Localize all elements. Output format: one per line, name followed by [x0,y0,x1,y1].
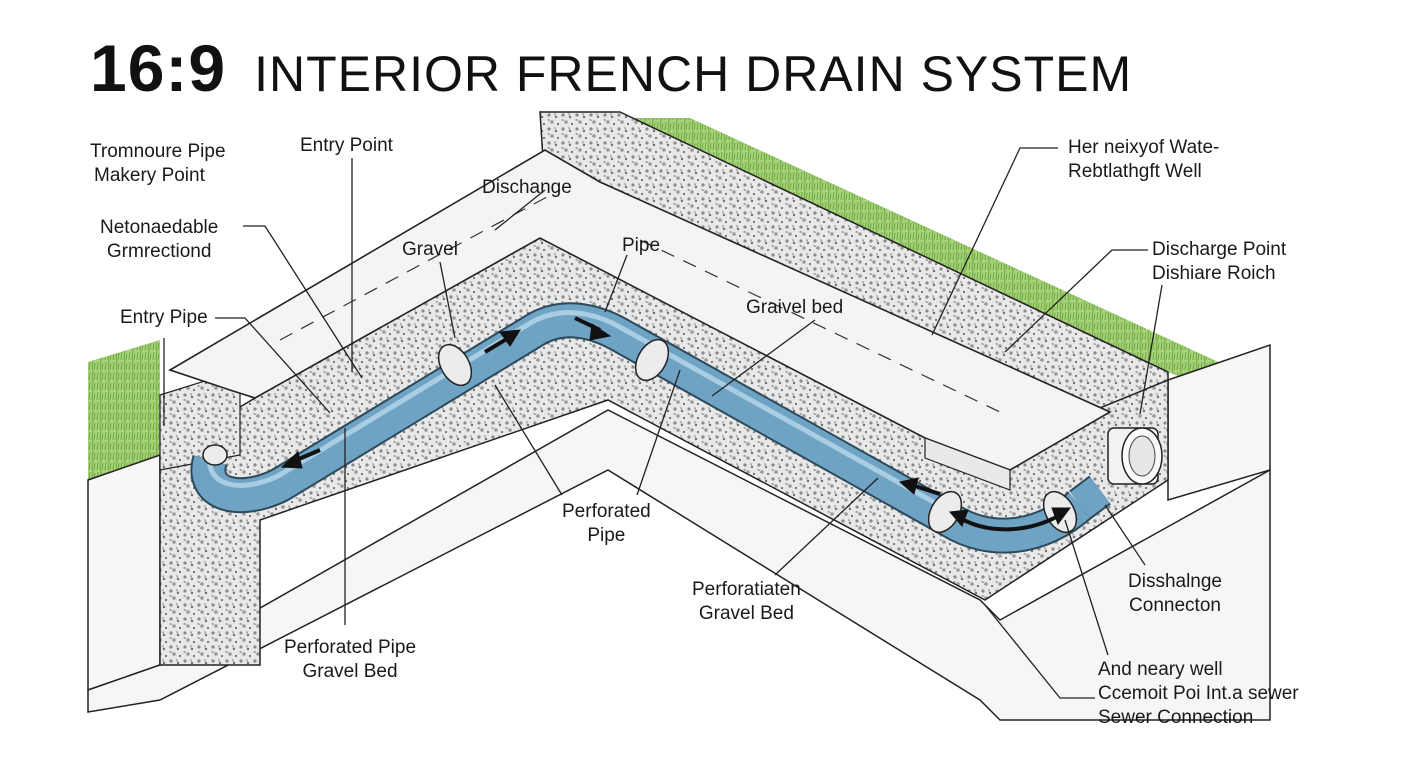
leader-lines [163,147,1163,699]
label-line: Tromnoure Pipe [90,141,226,162]
label-nonreadable: Netonaedable Grmrectiond [100,216,218,264]
label-line: Gravel Bed [302,661,398,682]
label-line: Disshalnge [1128,571,1222,592]
label-line: Gravel Bed [698,603,794,624]
label-line: Grmrectiond [106,241,212,262]
discharge-outlet [1107,427,1163,485]
label-line: Netonaedable [100,217,219,238]
aspect-ratio-label: 16:9 [90,31,227,105]
label-discharge-connection: Disshalnge Connecton [1128,570,1222,618]
label-line: Pipe [587,525,626,546]
label-water-well: Her neixyof Wate- Rebtlathgft Well [1068,136,1219,184]
label-line: Her neixyof Wate- [1068,137,1220,158]
label-line: Ccemoit Poi Int.a sewer [1098,683,1299,704]
foundation-wall [87,343,1271,721]
label-gravel: Gravel [402,239,458,260]
label-gravel-bed: Graivel bed [746,297,844,318]
label-line: And neary well [1098,659,1223,680]
label-line: Dishiare Roich [1152,263,1276,284]
label-entry-pipe: Entry Pipe [120,307,208,328]
label-pipe: Pipe [622,235,661,256]
label-line: Perforatiaten [692,579,801,600]
label-perforated-gravel-bed: Perforatiaten Gravel Bed [692,578,801,626]
label-line: Perforated Pipe [284,637,417,658]
pipe-couplings [202,338,1078,534]
title-text: INTERIOR FRENCH DRAIN SYSTEM [254,46,1133,102]
label-perforated-pipe-gravel-bed: Perforated Pipe Gravel Bed [284,636,416,684]
label-line: Connecton [1129,595,1221,616]
flow-arrows [280,316,1071,532]
diagram-title: 16:9 INTERIOR FRENCH DRAIN SYSTEM [90,30,1133,105]
label-line: Sewer Connection [1098,707,1254,728]
label-line: Perforated [562,501,651,522]
label-line: Rebtlathgft Well [1068,161,1202,182]
label-sewer-connection: And neary well Ccemoit Poi Int.a sewer S… [1098,658,1299,730]
label-line: Makery Point [94,165,205,186]
label-tromnoure-pipe: Tromnoure Pipe Makery Point [90,140,226,188]
label-perforated-pipe: Perforated Pipe [562,500,651,548]
label-discharge-top: Dischange [482,177,572,198]
concrete-slab [168,149,1112,491]
label-line: Discharge Point [1152,239,1287,260]
label-discharge-point: Discharge Point Dishiare Roich [1152,238,1286,286]
label-entry-point: Entry Point [300,135,393,156]
